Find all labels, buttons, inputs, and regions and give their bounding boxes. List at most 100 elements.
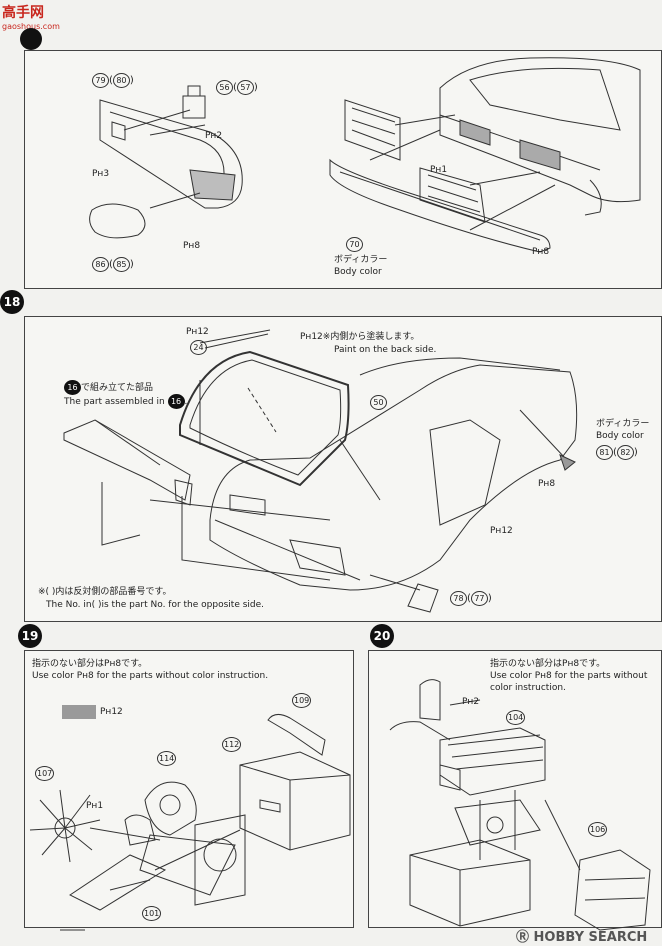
- part-104: 104: [506, 710, 526, 725]
- part-78-77-label: 78(77): [450, 591, 492, 606]
- assembled-text-en: The part assembled in: [64, 397, 165, 407]
- step17-panel: [24, 50, 662, 289]
- hobby-search-watermark: Ⓡ HOBBY SEARCH: [516, 926, 647, 945]
- part-112-label: 112: [222, 737, 242, 752]
- step17-badge: [20, 28, 42, 50]
- part-81: 81: [596, 445, 613, 460]
- paint-h1-label: Pʜ1: [430, 165, 448, 175]
- paint-h8-code-a: 8: [194, 241, 201, 251]
- part-79: 79: [92, 73, 109, 88]
- paint-h2-label-step20: Pʜ2: [462, 697, 480, 707]
- part-70: 70: [346, 237, 363, 252]
- part-70-label: 70: [346, 237, 363, 252]
- step19-instr-ph-jp: 8: [115, 659, 122, 669]
- step18-body-color-jp: ボディカラー: [596, 419, 650, 429]
- paint-h12-label-b: Pʜ12※内側から塗装します。: [300, 332, 420, 342]
- watermark-url: gaoshous.com: [2, 22, 60, 31]
- step20-instr-en-pre: Use color: [490, 671, 532, 681]
- step20-panel: [368, 650, 662, 928]
- part-78: 78: [450, 591, 467, 606]
- step19-instruction-en: Use color Pʜ8 for the parts without colo…: [32, 671, 269, 681]
- part-101-label: 101: [142, 906, 162, 921]
- paint-h3-label: Pʜ3: [92, 169, 110, 179]
- step20-instruction-en-2: color instruction.: [490, 683, 566, 693]
- paint-h1-label-step19: Pʜ1: [86, 801, 104, 811]
- step20-instr-jp-tail: です。: [579, 659, 606, 669]
- part-24: 24: [190, 340, 207, 355]
- paint-h3-code: 3: [103, 169, 110, 179]
- swatch-paint-label: Pʜ12: [100, 707, 123, 717]
- step20-instr-jp-text: 指示のない部分は: [490, 659, 563, 669]
- paint-h1-code: 1: [441, 165, 448, 175]
- hobby-search-mark: Ⓡ: [516, 930, 530, 945]
- part-106-label: 106: [588, 822, 608, 837]
- paint-h12-code-b: 12: [311, 332, 323, 342]
- step20-instr-ph-en: 8: [546, 671, 552, 681]
- step19-badge: 19: [18, 624, 42, 648]
- part-104-label: 104: [506, 710, 526, 725]
- part-109: 109: [292, 693, 312, 708]
- paint-h8-code-b: 8: [543, 247, 550, 257]
- paint-h8-label-b: Pʜ8: [532, 247, 550, 257]
- step19-instr-jp-text: 指示のない部分は: [32, 659, 105, 669]
- step20-instr-en-post: for the parts without: [554, 671, 648, 681]
- paint-h12-label-c: Pʜ12: [490, 526, 513, 536]
- paint-h2-label: Pʜ2: [205, 131, 223, 141]
- step20-instruction-jp: 指示のない部分はPʜ8です。: [490, 659, 606, 669]
- part-82: 82: [616, 445, 634, 460]
- paint-h12-label-a: Pʜ12: [186, 327, 209, 337]
- step18-body-color-en: Body color: [596, 431, 644, 441]
- part-114: 114: [157, 751, 177, 766]
- paint-h1-code-step19: 1: [97, 801, 104, 811]
- paint-h12-code-c: 12: [501, 526, 513, 536]
- part-107: 107: [35, 766, 55, 781]
- part-81-82-label: 81(82): [596, 445, 638, 460]
- step19-instr-jp-tail: です。: [121, 659, 148, 669]
- part-86-85-label: 86(85): [92, 257, 134, 272]
- opposite-side-note-jp: ※( )内は反対側の部品番号です。: [38, 587, 172, 597]
- step18-panel: [24, 316, 662, 622]
- part-79-80-label: 79(80): [92, 73, 134, 88]
- part-57: 57: [236, 80, 254, 95]
- back-side-note-en: Paint on the back side.: [334, 345, 437, 355]
- part-77: 77: [470, 591, 488, 606]
- part-114-label: 114: [157, 751, 177, 766]
- step19-instr-ph-en: 8: [88, 671, 94, 681]
- step18-badge: 18: [0, 290, 24, 314]
- part-107-label: 107: [35, 766, 55, 781]
- back-side-note-jp: 内側から塗装します。: [330, 332, 420, 342]
- part-80: 80: [112, 73, 130, 88]
- part-101: 101: [142, 906, 162, 921]
- step17-body-color-en: Body color: [334, 267, 382, 277]
- hobby-search-brand: HOBBY SEARCH: [533, 930, 648, 945]
- paint-h2-code: 2: [216, 131, 223, 141]
- step19-instruction-jp: 指示のない部分はPʜ8です。: [32, 659, 148, 669]
- step19-instr-en-pre: Use color: [32, 671, 74, 681]
- paint-h2-code-step20: 2: [473, 697, 480, 707]
- part-106: 106: [588, 822, 608, 837]
- step17-body-color-jp: ボディカラー: [334, 255, 388, 265]
- part-56: 56: [216, 80, 233, 95]
- step19-instr-en-post: for the parts without color instruction.: [96, 671, 269, 681]
- step-16-ref-b: 16: [167, 394, 185, 409]
- paint-h8-code-c: 8: [549, 479, 556, 489]
- watermark-logo: 高手网: [2, 5, 44, 21]
- paint-h12-code-a: 12: [197, 327, 209, 337]
- assembled-part-en: The part assembled in 16.: [64, 394, 187, 409]
- part-24-label: 24: [190, 340, 207, 355]
- part-50-label: 50: [370, 395, 387, 410]
- step20-instr-ph-jp: 8: [573, 659, 580, 669]
- opposite-side-note-en: The No. in( )is the part No. for the opp…: [46, 600, 265, 610]
- assembled-text-jp: で組み立てた部品: [81, 383, 154, 393]
- color-swatch: [62, 705, 96, 719]
- paint-h8-label-c: Pʜ8: [538, 479, 556, 489]
- paint-h8-label-a: Pʜ8: [183, 241, 201, 251]
- part-50: 50: [370, 395, 387, 410]
- swatch-paint-code: 12: [111, 707, 123, 717]
- part-109-label: 109: [292, 693, 312, 708]
- part-86: 86: [92, 257, 109, 272]
- part-56-57-label: 56(57): [216, 80, 258, 95]
- step20-instruction-en-1: Use color Pʜ8 for the parts without: [490, 671, 648, 681]
